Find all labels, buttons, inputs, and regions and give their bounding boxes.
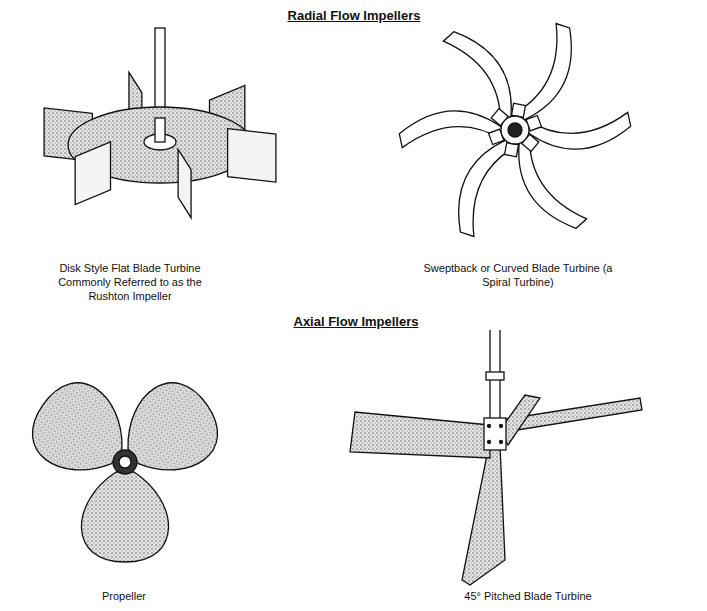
bore <box>508 123 522 137</box>
propeller-blade <box>108 369 232 492</box>
blade <box>462 440 505 585</box>
pitched-blade-turbine <box>350 330 642 585</box>
curved-blade <box>425 25 533 127</box>
curved-blade <box>395 94 506 174</box>
blade-clamp <box>505 143 519 157</box>
hub <box>113 450 137 474</box>
propeller-blade <box>81 472 168 562</box>
section-heading: Radial Flow Impellers <box>288 8 421 24</box>
spiral-turbine <box>395 19 635 242</box>
blade <box>178 149 191 217</box>
propeller-blade <box>18 369 142 492</box>
hub <box>484 418 506 450</box>
curved-blade <box>497 133 605 235</box>
curved-blade <box>511 19 576 126</box>
propeller <box>18 369 232 562</box>
rushton-impeller <box>44 28 276 218</box>
bore <box>119 456 131 468</box>
hub <box>501 116 529 144</box>
impeller-caption: Sweptback or Curved Blade Turbine (a Spi… <box>414 262 622 290</box>
curved-blade <box>453 134 518 241</box>
section-heading: Axial Flow Impellers <box>294 314 419 330</box>
blade-clamp <box>512 103 526 117</box>
impeller-caption: Propeller <box>102 590 146 604</box>
impeller-caption: 45° Pitched Blade Turbine <box>464 590 591 604</box>
impeller-caption: Disk Style Flat Blade Turbine Commonly R… <box>40 262 220 303</box>
blade <box>350 412 490 458</box>
curved-blade <box>524 86 635 166</box>
blade <box>228 129 276 182</box>
blade <box>75 142 110 205</box>
